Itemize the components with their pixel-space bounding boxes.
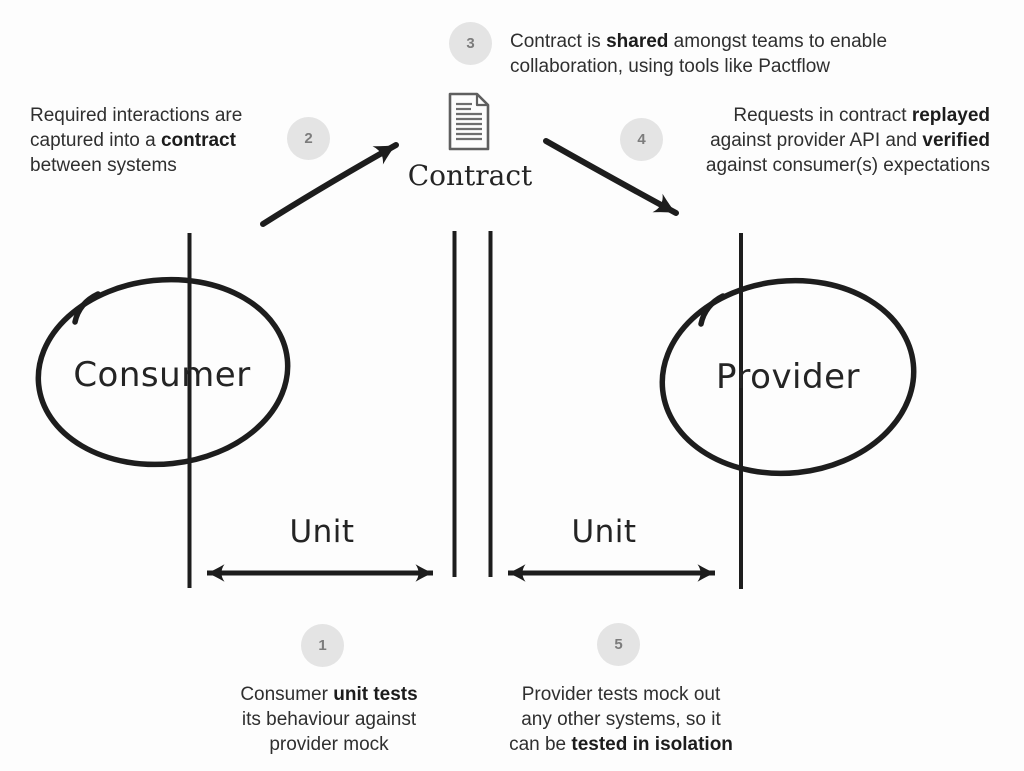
note-line: captured into a contract — [30, 130, 236, 151]
provider-circle — [659, 277, 917, 477]
note-line: collaboration, using tools like Pactflow — [510, 56, 831, 77]
step-3-note: Contract is shared amongst teams to enab… — [510, 29, 930, 79]
step-1-note: Consumer unit tests its behaviour agains… — [214, 682, 444, 757]
note-line: Required interactions are — [30, 105, 243, 126]
capture-contract-arrow — [260, 142, 399, 227]
step-2-note: Required interactions are captured into … — [30, 103, 280, 178]
step-4-badge: 4 — [620, 118, 663, 161]
note-line: Contract is shared amongst teams to enab… — [510, 31, 888, 52]
consumer-circle — [35, 276, 291, 468]
step-4-note: Requests in contract replayed against pr… — [688, 103, 990, 178]
note-line: Requests in contract replayed — [733, 105, 990, 126]
note-line: provider mock — [269, 734, 389, 755]
provider-node-label: Provider — [716, 357, 860, 397]
replay-contract-arrow — [543, 138, 679, 216]
note-line: between systems — [30, 155, 177, 176]
note-line: Consumer unit tests — [240, 684, 418, 705]
note-line: against consumer(s) expectations — [705, 155, 990, 176]
note-line: can be tested in isolation — [509, 734, 733, 755]
step-5-note: Provider tests mock out any other system… — [496, 682, 746, 757]
note-line: its behaviour against — [241, 709, 417, 730]
step-3-badge: 3 — [449, 22, 492, 65]
step-1-badge: 1 — [301, 624, 344, 667]
note-line: any other systems, so it — [521, 709, 721, 730]
step-2-badge: 2 — [287, 117, 330, 160]
note-line: Provider tests mock out — [521, 684, 721, 705]
note-line: against provider API and verified — [710, 130, 990, 151]
document-icon — [448, 92, 490, 151]
contract-node-label: Contract — [407, 159, 533, 192]
unit-label-left: Unit — [289, 514, 355, 550]
unit-label-right: Unit — [571, 514, 637, 550]
step-5-badge: 5 — [597, 623, 640, 666]
consumer-node-label: Consumer — [73, 355, 251, 395]
